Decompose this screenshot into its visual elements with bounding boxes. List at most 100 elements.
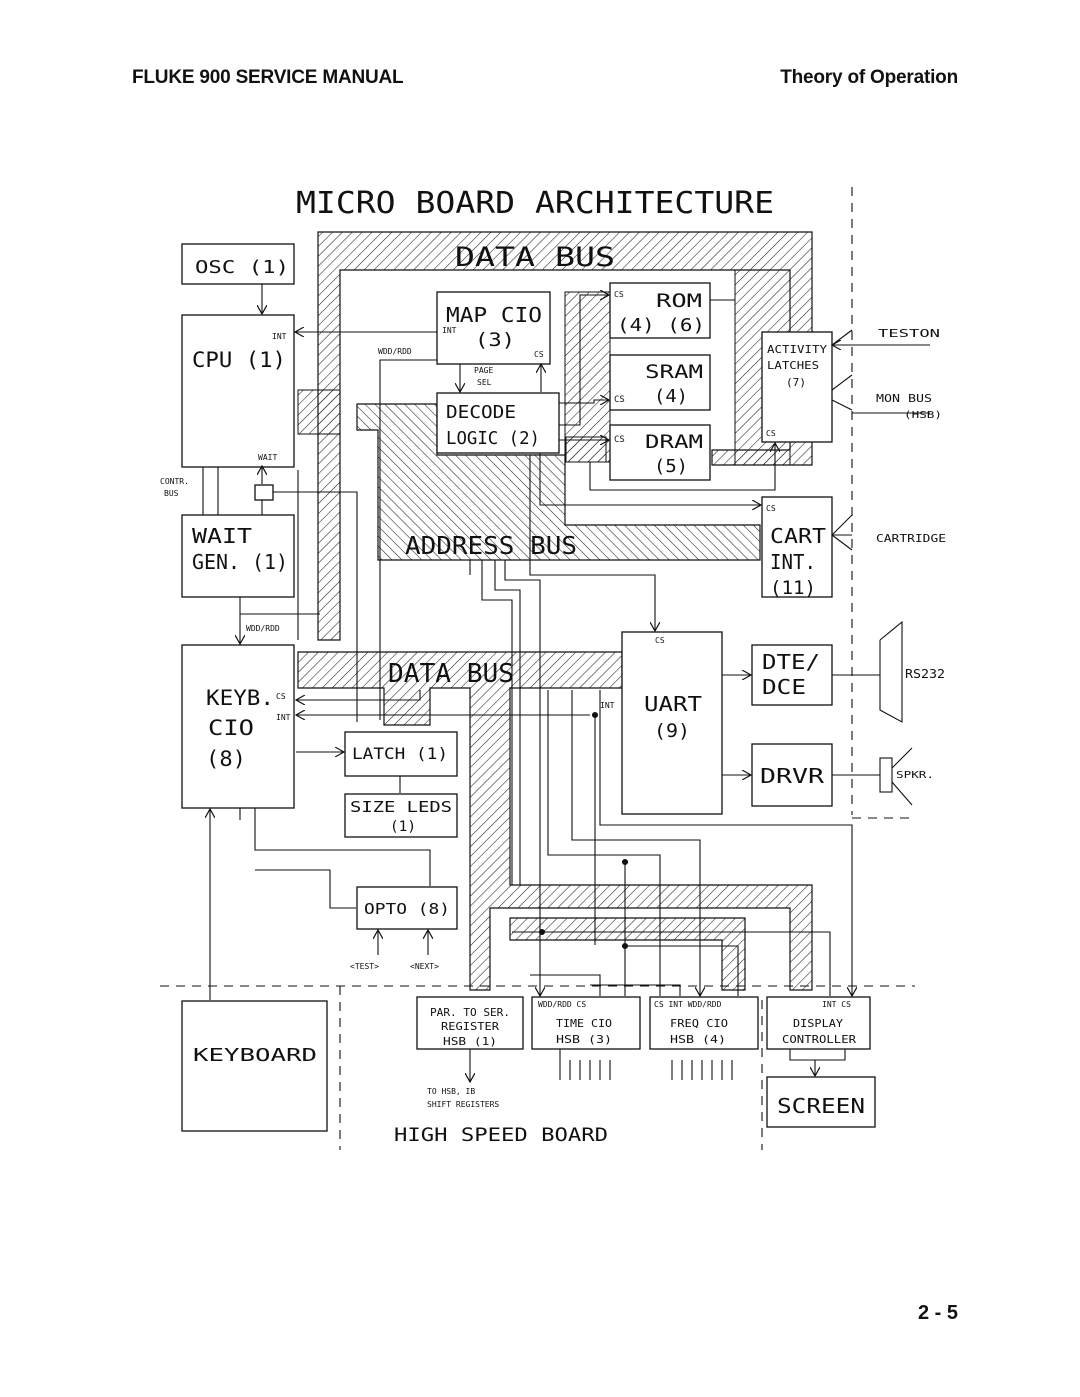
dram-cs-pin: CS [614,435,625,445]
wait-gen-block [181,514,295,598]
keyb-cs-pin: CS [276,692,286,701]
map-int-pin: INT [442,326,457,335]
board-boundaries [160,187,915,1150]
time-pins: WDD/RDD CS [538,1000,586,1009]
cpu-block [181,314,295,468]
high-speed-board-label: HIGH SPEED BOARD [394,1124,608,1146]
map-cio-label-2: (3) [475,329,515,351]
contr-label-1: CONTR. [160,477,189,486]
freq-pins: CS INT WDD/RDD [654,1000,722,1009]
cpu-int-pin: INT [272,332,287,341]
par-ser-block [416,996,524,1050]
screen-block [766,1076,876,1128]
data-bus-mid [297,651,813,991]
address-bus-label: ADDRESS BUS [405,531,577,560]
to-hsb-label-2: SHIFT REGISTERS [427,1100,499,1109]
hsb-label: (HSB) [904,410,942,421]
cartridge-label: CARTRIDGE [876,532,946,545]
cart-label-2: INT. [770,550,816,574]
opto-label: OPTO (8) [364,900,450,918]
keyboard-label: KEYBOARD [193,1045,317,1066]
uart-int-pin: INT [600,701,615,710]
test-label: <TEST> [350,962,379,971]
connection-lines [202,284,930,1082]
manual-title: FLUKE 900 SERVICE MANUAL [132,67,404,88]
drvr-block [751,743,833,807]
opto-block [356,886,458,930]
section-title: Theory of Operation [780,67,958,88]
time-cio-label-2: HSB (3) [556,1033,612,1046]
osc-block [181,243,295,285]
wait-gen-label-2: GEN. (1) [192,550,288,574]
freq-cio-label-1: FREQ CIO [670,1017,728,1030]
diagram-title: MICRO BOARD ARCHITECTURE [296,186,774,221]
sram-label-2: (4) [654,386,688,407]
dte-label-2: DCE [762,675,806,699]
cart-cs-pin: CS [766,504,776,513]
map-cs-pin: CS [534,350,544,359]
page-number: 2 - 5 [917,1302,958,1324]
uart-block [621,631,723,815]
uart-label-2: (9) [654,720,690,742]
contr-label-2: BUS [164,489,179,498]
dram-block [609,424,711,481]
map-cio-block [436,291,551,365]
dte-label-1: DTE/ [762,650,820,674]
activity-label-1: ACTIVITY [767,343,827,356]
rs232-label: RS232 [905,667,945,681]
data-bus-mid-label: DATA BUS [388,659,514,689]
next-label: <NEXT> [410,962,439,971]
par-ser-label-2: REGISTER [441,1020,499,1033]
map-cio-label-1: MAP CIO [446,303,542,327]
par-ser-label-1: PAR. TO SER. [430,1006,510,1019]
wait-wdd-rdd: WDD/RDD [246,624,280,633]
uart-label-1: UART [644,692,702,716]
decode-logic-block [436,392,560,454]
time-cio-block [531,996,641,1050]
dram-label-1: DRAM [645,431,703,453]
keyb-label-2: CIO [208,716,254,740]
time-cio-label-1: TIME CIO [556,1017,612,1030]
latch-block [344,731,458,777]
display-pins: INT CS [822,1000,851,1009]
activity-label-2: LATCHES [767,359,819,372]
activity-label-3: (7) [786,376,806,389]
dram-label-2: (5) [654,456,688,477]
size-leds-label-2: (1) [390,819,416,835]
size-leds-label-1: SIZE LEDS [350,798,452,816]
uart-cs-pin: CS [655,636,665,645]
latch-label: LATCH (1) [352,744,448,763]
map-wdd-rdd: WDD/RDD [378,347,412,356]
rom-label-1: ROM [656,290,702,312]
sram-label-1: SRAM [645,361,703,383]
osc-label: OSC (1) [195,257,289,278]
page-label: PAGE [474,366,493,375]
keyb-int-pin: INT [276,713,291,722]
rom-label-2: (4) (6) [617,315,705,336]
wait-buffer [254,484,274,501]
mon-bus-label: MON BUS [876,392,932,405]
keyb-label-1: KEYB. [206,686,274,710]
decode-label-2: LOGIC (2) [446,428,540,449]
keyb-cio-block [181,644,295,809]
sel-label: SEL [477,378,492,387]
drvr-label: DRVR [760,764,825,788]
sram-block [609,354,711,411]
activity-cs-pin: CS [766,429,776,438]
decode-label-1: DECODE [446,402,516,423]
data-bus-top-label: DATA BUS [455,242,615,273]
screen-label: SCREEN [777,1094,865,1118]
spkr-label: SPKR. [896,770,934,781]
rom-cs-pin: CS [614,290,624,299]
par-ser-label-3: HSB (1) [443,1035,497,1048]
rom-block [609,282,711,339]
keyboard-block [181,1000,328,1132]
teston-label: TESTON [878,327,940,340]
display-controller-block [766,996,871,1050]
freq-cio-block [649,996,759,1050]
keyb-label-3: (8) [206,747,246,771]
display-label-1: DISPLAY [793,1017,843,1030]
cart-label-3: (11) [770,577,816,599]
cpu-label: CPU (1) [192,348,286,372]
